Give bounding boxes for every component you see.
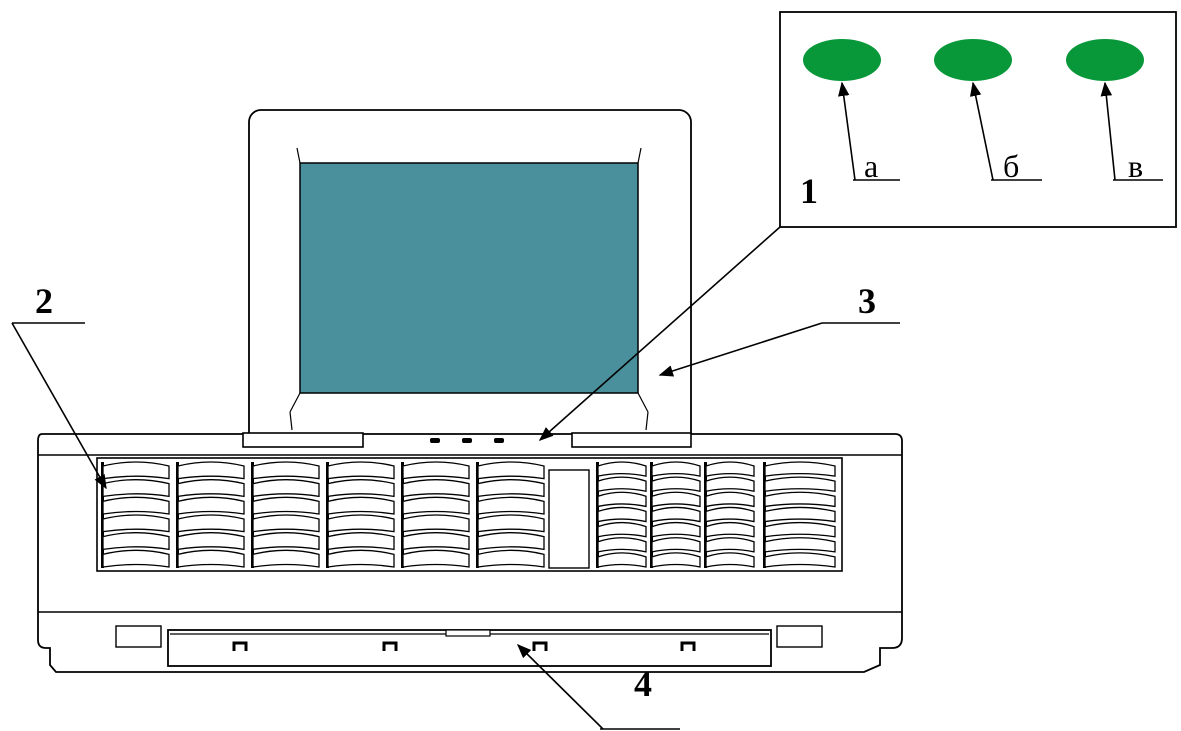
key[interactable] [651,476,701,493]
key[interactable] [705,521,755,538]
key[interactable] [102,479,170,498]
key[interactable] [177,461,245,480]
key[interactable] [177,532,245,551]
callout-4: 4 [516,643,680,730]
indicator-label-b: б [1003,148,1019,184]
key[interactable] [177,496,245,515]
key-column-right-3 [704,461,755,568]
indicator-label-a: а [864,148,878,184]
key[interactable] [705,461,755,477]
display-screen [299,162,639,394]
key[interactable] [102,549,170,568]
key[interactable] [764,537,836,553]
key-column-left-5 [401,461,470,568]
key[interactable] [402,461,470,480]
callout-1: 1 [538,171,818,441]
callout-label-2: 2 [35,281,53,321]
cover-clip-3 [532,641,548,651]
key-column-left-4 [326,461,395,568]
key[interactable] [402,496,470,515]
key[interactable] [327,496,395,515]
key[interactable] [252,461,320,480]
callout-label-1: 1 [800,171,818,211]
key[interactable] [402,532,470,551]
key[interactable] [764,521,836,538]
key[interactable] [477,532,545,551]
callout-label-4: 4 [634,664,652,704]
callout-2: 2 [11,281,107,490]
key[interactable] [597,476,647,493]
indicator-label-v: в [1128,148,1143,184]
key[interactable] [102,461,170,480]
key[interactable] [327,549,395,568]
key-column-left-2 [176,461,245,568]
key[interactable] [327,514,395,533]
key-column-left-3 [251,461,320,568]
cover-clip-4 [680,641,696,651]
key[interactable] [177,549,245,568]
key[interactable] [651,461,701,477]
cover-clip-1 [232,641,248,651]
indicator-led-b [934,39,1012,81]
key[interactable] [327,479,395,498]
key[interactable] [252,496,320,515]
key-column-left-1 [101,461,170,568]
key[interactable] [477,496,545,515]
indicator-led-v [1066,39,1144,81]
key[interactable] [102,496,170,515]
register-body [37,432,903,673]
key[interactable] [477,514,545,533]
key[interactable] [705,537,755,553]
display-unit [248,109,692,447]
key[interactable] [477,461,545,480]
key[interactable] [102,532,170,551]
key[interactable] [597,521,647,538]
key[interactable] [252,549,320,568]
key[interactable] [402,549,470,568]
indicator-led-a [803,39,881,81]
key[interactable] [252,514,320,533]
key[interactable] [597,506,647,523]
key[interactable] [102,514,170,533]
key[interactable] [327,461,395,480]
callout-3: 3 [658,281,900,377]
key[interactable] [597,491,647,508]
callout-label-3: 3 [858,281,876,321]
key-column-right-2 [650,461,701,568]
key[interactable] [764,491,836,508]
key[interactable] [327,532,395,551]
key[interactable] [651,521,701,538]
key[interactable] [705,491,755,508]
key[interactable] [764,461,836,477]
key[interactable] [597,461,647,477]
indicator-inset: а б в [779,11,1177,228]
key[interactable] [177,514,245,533]
key[interactable] [252,532,320,551]
cover-clip-2 [382,641,398,651]
key[interactable] [477,549,545,568]
key[interactable] [177,479,245,498]
key[interactable] [597,537,647,553]
body-indicators [430,438,504,443]
key[interactable] [764,476,836,493]
key[interactable] [764,552,836,568]
key[interactable] [651,537,701,553]
key-column-left-6 [476,461,545,568]
key[interactable] [651,552,701,568]
key-column-right-4 [763,461,836,568]
key[interactable] [252,479,320,498]
key[interactable] [764,506,836,523]
key[interactable] [651,491,701,508]
key[interactable] [705,476,755,493]
key[interactable] [651,506,701,523]
key[interactable] [477,479,545,498]
key[interactable] [597,552,647,568]
key[interactable] [705,552,755,568]
key[interactable] [402,479,470,498]
key-column-right-1 [596,461,647,568]
key[interactable] [402,514,470,533]
key[interactable] [705,506,755,523]
